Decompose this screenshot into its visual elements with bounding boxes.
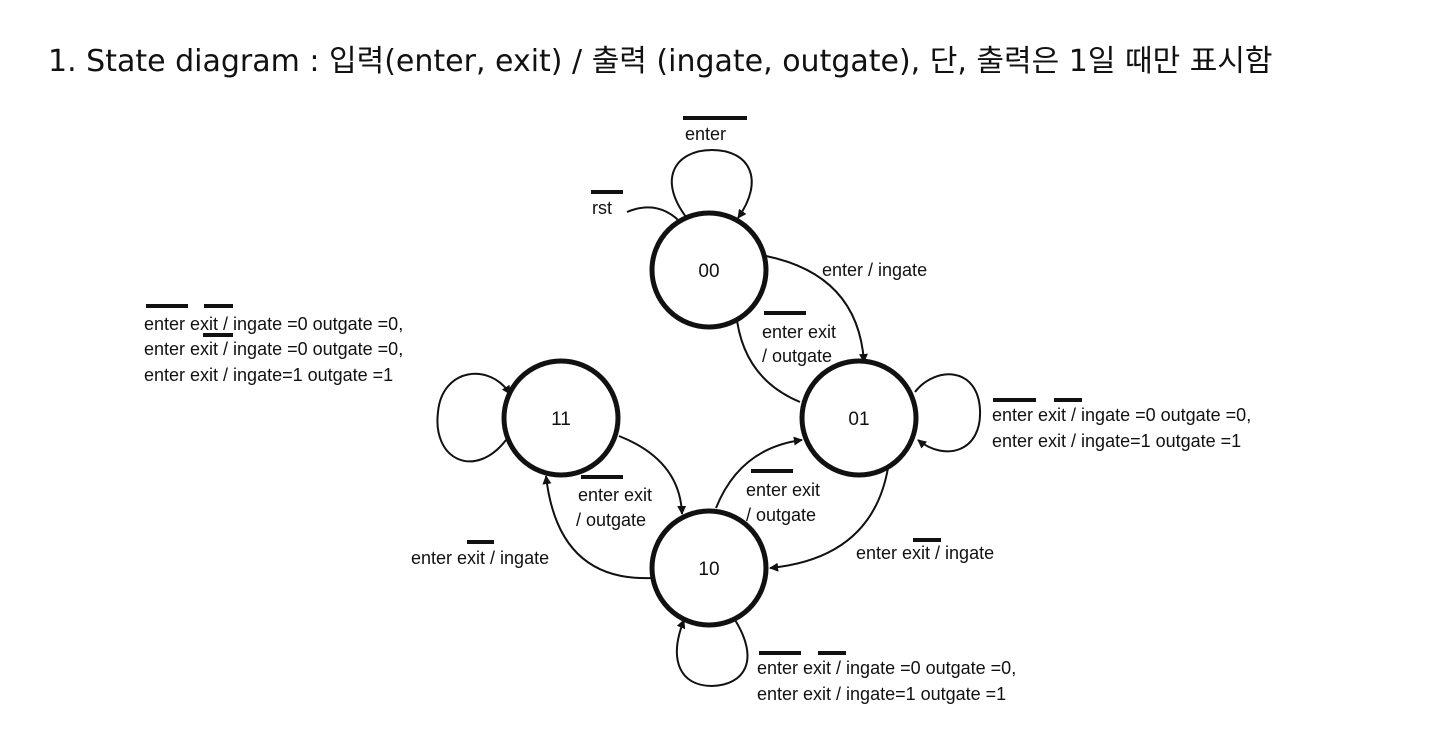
state-11-label: 11	[551, 409, 571, 430]
state-00: 00	[649, 210, 769, 330]
loop-01-label-1: enter exit / ingate =0 outgate =0,	[992, 405, 1251, 425]
loop-10-label-2: enter exit / ingate=1 outgate =1	[757, 684, 1006, 704]
transition-10-11-label: enter exit / ingate	[411, 548, 549, 568]
transition-01-10-label: enter exit / ingate	[856, 543, 994, 563]
page-title: 1. State diagram : 입력(enter, exit) / 출력 …	[48, 44, 1273, 79]
transition-11-10	[618, 435, 687, 515]
transition-10-01-output: / outgate	[746, 505, 816, 525]
transition-11-10-output: / outgate	[576, 510, 646, 530]
transition-01-00-output: / outgate	[762, 346, 832, 366]
transition-10-11	[542, 475, 653, 580]
state-00-label: 00	[698, 261, 719, 282]
state-11: 11	[501, 358, 621, 478]
transition-10-01	[715, 436, 803, 509]
transition-01-00	[732, 311, 801, 403]
state-10-label: 10	[698, 559, 719, 580]
loop-00-label: enter	[685, 124, 726, 144]
transition-01-00-label: enter exit	[762, 322, 836, 342]
transition-01-10	[769, 467, 889, 572]
state-01-label: 01	[848, 409, 869, 430]
transition-00-01-label: enter / ingate	[822, 260, 927, 280]
self-loop-10	[675, 619, 749, 688]
state-01: 01	[799, 358, 919, 478]
self-loop-11	[436, 372, 511, 463]
self-loop-00	[670, 148, 753, 223]
transition-00-01	[765, 255, 868, 363]
self-loop-01	[914, 373, 982, 453]
loop-01-label-2: enter exit / ingate=1 outgate =1	[992, 431, 1241, 451]
transition-10-01-label: enter exit	[746, 480, 820, 500]
state-10: 10	[649, 508, 769, 628]
loop-11-label-1: enter exit / ingate =0 outgate =0,	[144, 314, 403, 334]
loop-11-label-2: enter exit / ingate =0 outgate =0,	[144, 339, 403, 359]
reset-label: rst	[592, 198, 612, 218]
loop-11-label-3: enter exit / ingate=1 outgate =1	[144, 365, 393, 385]
loop-10-label-1: enter exit / ingate =0 outgate =0,	[757, 658, 1016, 678]
transition-11-10-label: enter exit	[578, 485, 652, 505]
